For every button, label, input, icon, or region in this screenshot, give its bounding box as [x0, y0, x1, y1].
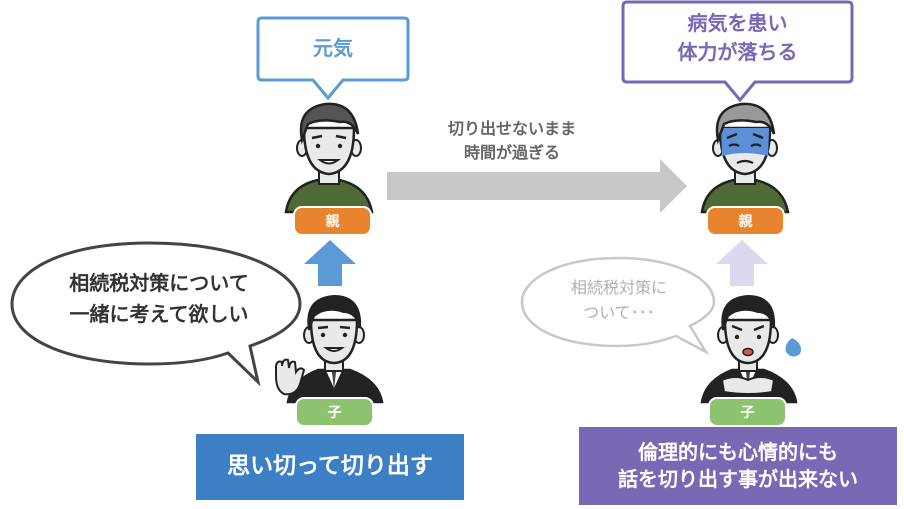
right-top-speech-text: 病気を患い 体力が落ちる — [677, 11, 798, 64]
right-parent-badge: 親 — [706, 206, 785, 236]
right-bottom-box: 倫理的にも心情的にも 話を切り出す事が出来ない — [579, 427, 897, 505]
right-child-badge: 子 — [708, 397, 787, 427]
left-child-speech-text: 相続税対策について 一緒に考えて欲しい — [69, 271, 249, 326]
middle-arrow-label: 切り出せないまま 時間が過ぎる — [447, 119, 576, 162]
left-bottom-box: 思い切って切り出す — [196, 434, 464, 500]
right-child-speech-text: 相続税対策に ついて･･･ — [570, 278, 667, 322]
left-child-badge: 子 — [295, 397, 374, 427]
left-top-speech-text: 元気 — [313, 36, 353, 60]
left-parent-badge: 親 — [293, 206, 372, 236]
